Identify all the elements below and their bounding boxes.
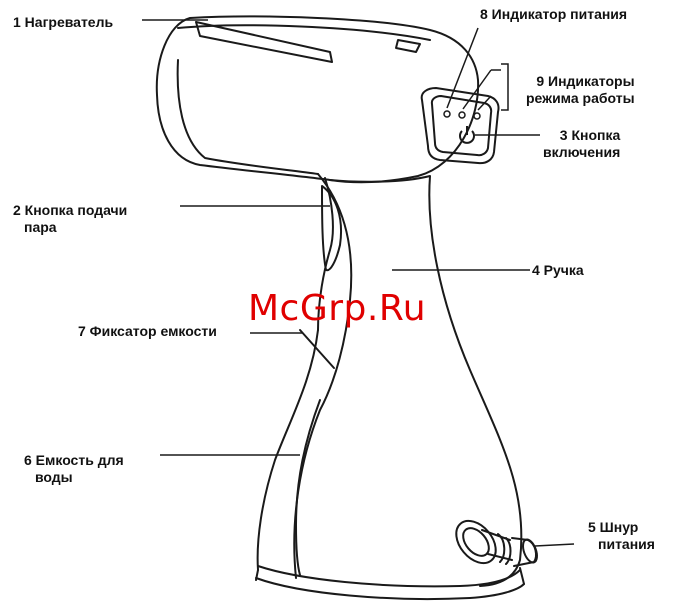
- mode-bracket: [501, 64, 508, 110]
- label-power-button-line2: включения: [543, 144, 620, 161]
- head-slot: [396, 40, 420, 52]
- label-steam-button-line1: 2 Кнопка подачи: [13, 202, 127, 219]
- label-water-tank: 6 Емкость для воды: [24, 452, 124, 486]
- label-mode-indicators-line1: 9 Индикаторы: [526, 73, 635, 90]
- label-power-cord-line1: 5 Шнур: [588, 519, 655, 536]
- label-tank-lock: 7 Фиксатор емкости: [78, 323, 217, 340]
- heater-side-panel: [178, 60, 318, 174]
- label-handle: 4 Ручка: [532, 262, 584, 279]
- leader-cord: [535, 544, 574, 546]
- handle-body: [330, 176, 521, 586]
- label-mode-indicators-line2: режима работы: [526, 90, 635, 107]
- label-power-button: 3 Кнопка включения: [543, 127, 620, 161]
- label-power-button-line1: 3 Кнопка: [543, 127, 620, 144]
- heater-nozzle: [196, 22, 332, 62]
- label-steam-button-line2: пара: [13, 219, 127, 236]
- mode-indicator-light-1: [459, 112, 465, 118]
- base-bottom: [256, 578, 524, 599]
- label-power-cord-line2: питания: [588, 536, 655, 553]
- leader-power-indicator: [447, 28, 478, 108]
- label-water-tank-line2: воды: [24, 469, 124, 486]
- label-mode-indicators: 9 Индикаторы режима работы: [526, 73, 635, 107]
- power-indicator-light: [444, 111, 450, 117]
- power-cord-connector: [448, 513, 539, 570]
- mode-indicator-light-2: [474, 113, 480, 119]
- label-power-indicator: 8 Индикатор питания: [480, 6, 627, 23]
- label-water-tank-line1: 6 Емкость для: [24, 452, 124, 469]
- label-steam-button: 2 Кнопка подачи пара: [13, 202, 127, 236]
- label-power-cord: 5 Шнур питания: [588, 519, 655, 553]
- water-tank-outline: [258, 330, 318, 570]
- steam-button-shape: [322, 186, 341, 270]
- base-ring: [258, 566, 520, 586]
- label-heater: 1 Нагреватель: [13, 14, 113, 31]
- heater-top-rim: [178, 25, 430, 40]
- watermark: McGrp.Ru: [248, 288, 426, 329]
